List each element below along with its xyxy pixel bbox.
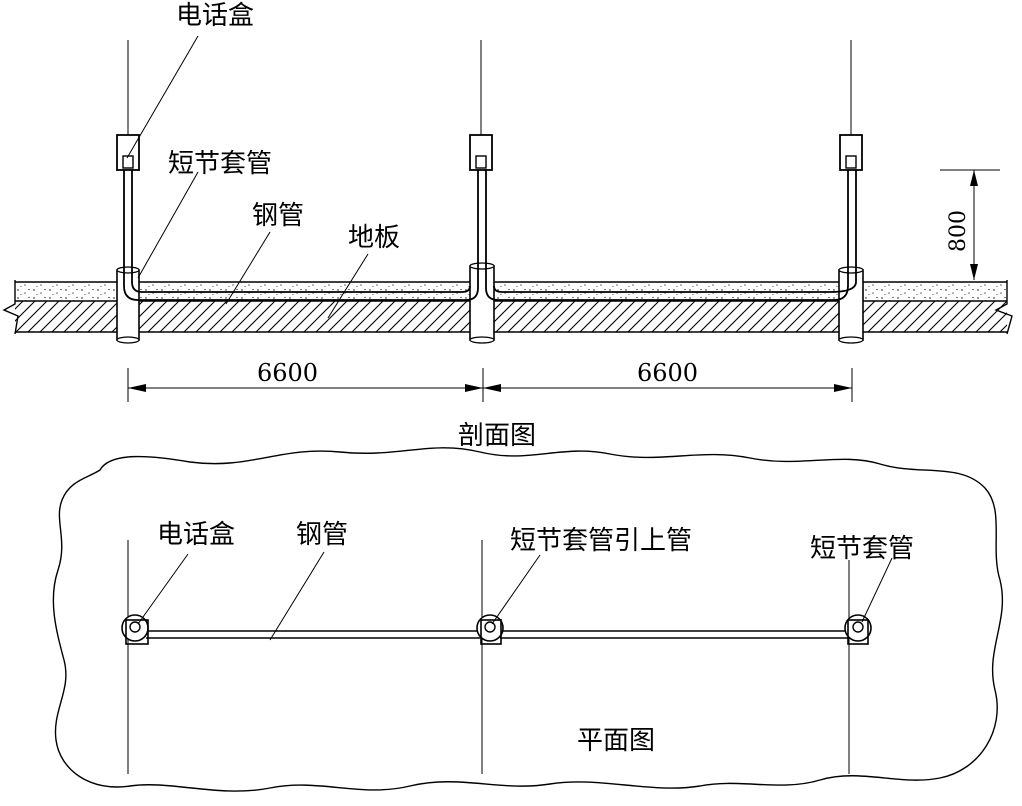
- plan-leader-steel-pipe: [269, 551, 325, 641]
- leader-floor: [327, 253, 369, 319]
- plan-leader-short-sleeve: [861, 557, 893, 623]
- leader-telephone-box: [126, 35, 199, 159]
- plan-label-short-sleeve: 短节套管: [810, 534, 914, 564]
- sleeve-3: [838, 266, 864, 344]
- plan-box-1: [121, 614, 149, 645]
- span-dimensions: 6600 6600: [127, 359, 853, 402]
- label-floor: 地板: [348, 223, 400, 253]
- section-caption: 剖面图: [458, 421, 536, 451]
- height-dimension: 800: [940, 169, 1000, 280]
- section-view: 电话盒 短节套管 钢管 地板 800 6600 6600 剖面图: [2, 1, 1013, 451]
- sleeve-1: [116, 266, 140, 344]
- plan-leader-telephone-box: [137, 553, 189, 625]
- plan-leader-sleeve-riser: [491, 554, 541, 625]
- plan-boundary: [52, 447, 1004, 792]
- phone-box-1: [116, 40, 140, 171]
- leader-steel-pipe: [225, 231, 271, 305]
- plan-label-sleeve-riser: 短节套管引上管: [510, 526, 692, 556]
- leader-short-sleeve: [137, 171, 199, 279]
- dim-span-1: 6600: [257, 359, 318, 387]
- sleeve-2: [469, 262, 495, 344]
- dim-span-2: 6600: [637, 359, 698, 387]
- dim-800: 800: [946, 210, 971, 252]
- steel-pipe-plan: [146, 630, 850, 639]
- plan-view: 电话盒 钢管 短节套管引上管 短节套管 平面图: [52, 447, 1004, 792]
- phone-box-2: [469, 40, 493, 171]
- phone-box-3: [839, 40, 863, 171]
- steel-pipe-section: [123, 170, 857, 301]
- plan-box-3: [844, 614, 872, 645]
- plan-label-steel-pipe: 钢管: [296, 520, 348, 550]
- label-steel-pipe: 钢管: [252, 201, 304, 231]
- label-short-sleeve: 短节套管: [168, 149, 272, 179]
- label-telephone-box: 电话盒: [176, 1, 254, 31]
- plan-label-telephone-box: 电话盒: [157, 520, 235, 550]
- plan-box-2: [476, 614, 504, 645]
- plan-caption: 平面图: [577, 726, 655, 756]
